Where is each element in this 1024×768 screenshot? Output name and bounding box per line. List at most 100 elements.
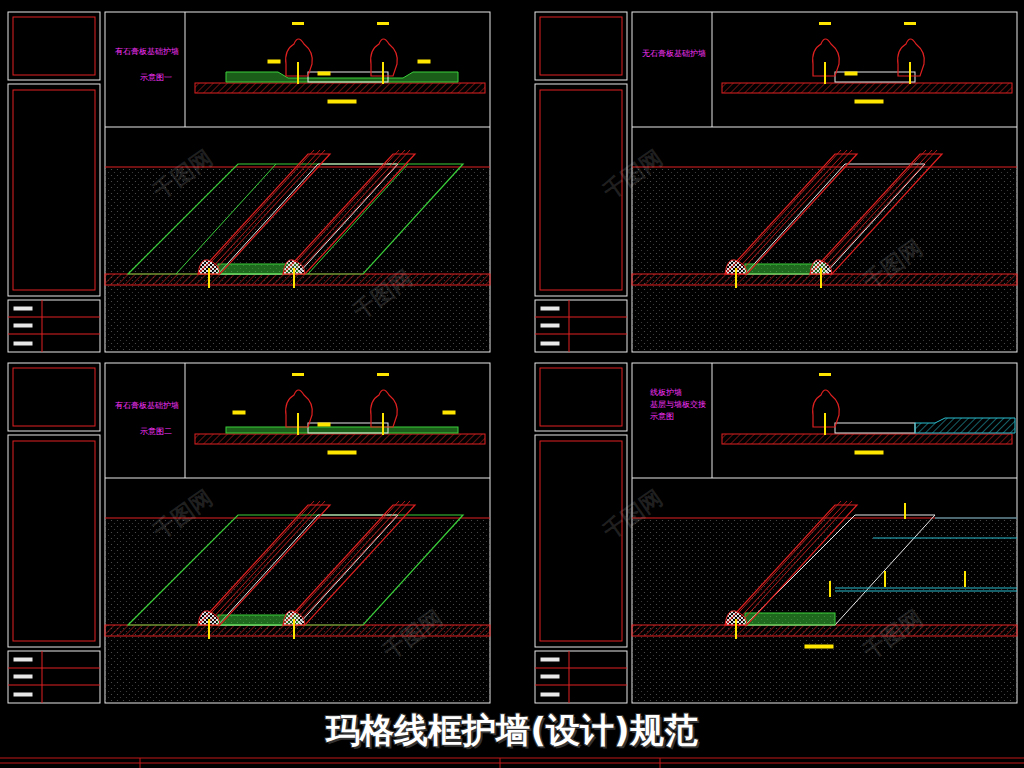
molding-3d <box>725 154 857 274</box>
screw <box>208 268 210 288</box>
base-board <box>226 72 458 82</box>
title-table <box>8 300 100 352</box>
molding-3d <box>198 505 330 625</box>
panel-section <box>835 423 915 433</box>
ornament-border <box>540 17 622 75</box>
molding-edge <box>204 501 314 621</box>
molding-3d <box>725 505 857 625</box>
molding-edge <box>731 150 841 270</box>
table-col <box>569 300 570 352</box>
dimension-mark <box>318 423 330 426</box>
table-mark <box>14 324 32 327</box>
wall-section <box>195 83 485 93</box>
side-panel <box>8 84 100 296</box>
drawing-sheet <box>535 12 1017 352</box>
table-row <box>8 334 100 335</box>
molding-3d <box>283 505 415 625</box>
view-caption: 示意图二 <box>140 428 172 437</box>
screw <box>964 571 966 587</box>
screw <box>293 619 295 639</box>
molding-edge <box>295 501 405 621</box>
side-ornament <box>540 441 622 641</box>
dimension-mark <box>328 100 356 103</box>
table-row <box>8 317 100 318</box>
screw <box>884 571 886 587</box>
dimension-mark <box>443 411 455 414</box>
dimension-mark <box>855 451 883 454</box>
table-mark <box>541 693 559 696</box>
screw <box>735 268 737 288</box>
header-divider <box>712 12 713 127</box>
dimension-mark <box>292 373 304 376</box>
dimension-mark <box>268 60 280 63</box>
dimension-mark <box>292 22 304 25</box>
view-caption: 有石膏板基础护墙 <box>115 402 179 411</box>
table-mark <box>14 658 32 661</box>
molding-edge <box>289 150 399 270</box>
floor-band <box>105 274 490 285</box>
ornament-border <box>13 368 95 426</box>
screw <box>735 619 737 639</box>
table-col <box>42 651 43 703</box>
table-mark <box>541 342 559 345</box>
board-section <box>915 418 1015 433</box>
sheet-frame <box>632 12 1017 352</box>
title-table <box>535 300 627 352</box>
header-divider <box>105 478 490 479</box>
screw <box>824 62 826 84</box>
side-ornament <box>13 441 95 641</box>
title-table <box>535 651 627 703</box>
dimension-mark <box>328 451 356 454</box>
title-table <box>8 651 100 703</box>
panel-section <box>835 72 915 82</box>
header-divider <box>185 363 186 478</box>
wall-line <box>632 518 1017 519</box>
dimension-mark <box>805 645 833 648</box>
molding-edge <box>742 150 852 270</box>
drawing-sheet <box>535 363 1017 703</box>
header-divider <box>632 478 1017 479</box>
table-mark <box>541 324 559 327</box>
view-caption: 基层与墙板交接 <box>650 401 706 410</box>
base-strip <box>745 613 835 625</box>
dimension-mark <box>318 72 330 75</box>
table-mark <box>14 675 32 678</box>
ornament-border <box>540 368 622 426</box>
ornament-frame <box>8 12 100 80</box>
molding-edge <box>300 501 410 621</box>
molding-edge <box>215 501 325 621</box>
table-mark <box>541 675 559 678</box>
screw <box>382 62 384 84</box>
drawing-sheet <box>8 12 490 352</box>
table-mark <box>14 307 32 310</box>
molding-edge <box>295 150 405 270</box>
ornament-border <box>13 17 95 75</box>
view-caption: 线板护墙 <box>650 389 682 398</box>
wall-line <box>632 167 1017 168</box>
board-edge <box>873 538 1017 539</box>
dimension-mark <box>855 100 883 103</box>
dimension-mark <box>233 411 245 414</box>
molding-edge <box>742 501 852 621</box>
screw <box>293 268 295 288</box>
screw <box>297 62 299 84</box>
table-mark <box>14 342 32 345</box>
drawing-sheet <box>8 363 490 703</box>
table-col <box>569 651 570 703</box>
screw <box>909 62 911 84</box>
sheet-frame <box>632 363 1017 703</box>
board-groove <box>308 164 408 274</box>
ornament-frame <box>8 363 100 431</box>
molding-edge <box>300 150 410 270</box>
table-mark <box>541 658 559 661</box>
view-caption: 有石膏板基础护墙 <box>115 48 179 57</box>
floor-band <box>632 274 1017 285</box>
screw <box>297 413 299 435</box>
side-ornament <box>13 90 95 290</box>
table-row <box>8 685 100 686</box>
wall-line <box>105 167 490 168</box>
dimension-mark <box>845 72 857 75</box>
screw <box>208 619 210 639</box>
dimension-mark <box>377 373 389 376</box>
screw <box>829 581 831 597</box>
